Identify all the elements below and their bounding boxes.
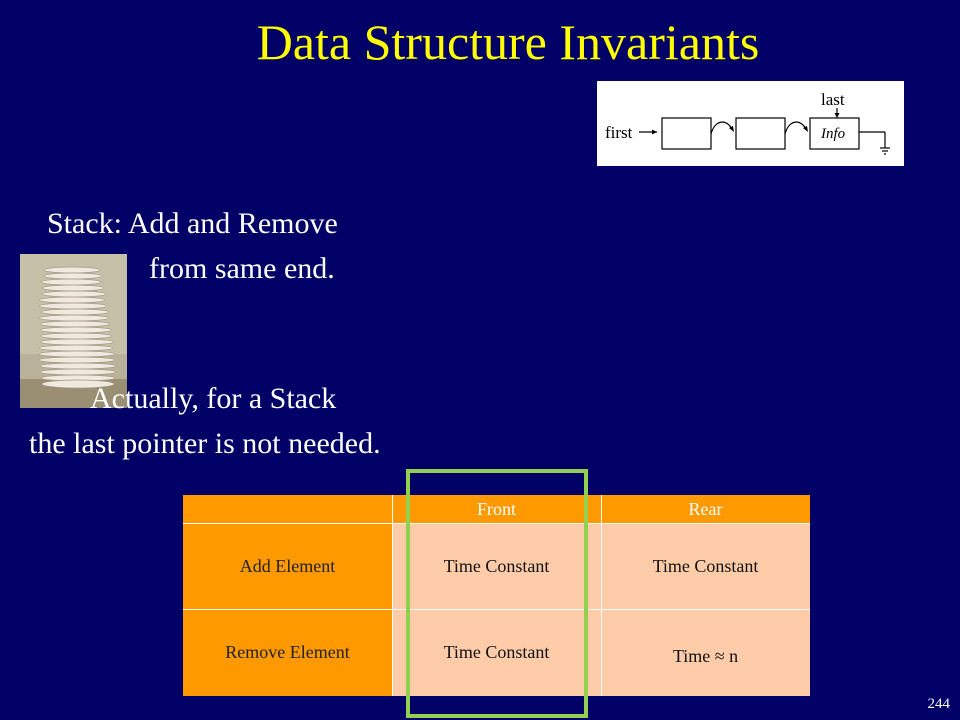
- stack-description-line2: from same end.: [149, 252, 335, 285]
- diagram-last-label: last: [821, 90, 845, 109]
- linked-list-diagram: first Info last: [597, 81, 904, 166]
- slide-title: Data Structure Invariants: [256, 14, 760, 70]
- table-header-front: Front: [392, 495, 601, 523]
- note-line1: Actually, for a Stack: [90, 382, 337, 415]
- plate-stack-image: [20, 254, 127, 408]
- table-header-empty: [183, 495, 392, 523]
- table-row-label-remove: Remove Element: [183, 609, 392, 696]
- list-node-1: [661, 117, 712, 150]
- table-divider: [183, 609, 810, 610]
- table-divider: [183, 523, 810, 524]
- diagram-info-label: Info: [820, 126, 846, 142]
- list-node-3: [809, 117, 860, 150]
- table-header-rear: Rear: [601, 495, 810, 523]
- table-divider: [601, 495, 602, 696]
- page-number: 244: [927, 696, 951, 712]
- table-row-label-add: Add Element: [183, 523, 392, 609]
- table-cell-add-rear: Time Constant: [601, 523, 810, 609]
- stack-description-line1: Stack: Add and Remove: [47, 207, 338, 240]
- note-line2: the last pointer is not needed.: [29, 427, 381, 460]
- table-cell-remove-rear: Time ≈ n: [601, 609, 810, 696]
- table-divider: [392, 495, 393, 696]
- front-column-highlight-box: [406, 469, 588, 718]
- table-cell-remove-front: Time Constant: [392, 609, 601, 696]
- complexity-table: Front Rear Add Element Time Constant Tim…: [183, 495, 810, 696]
- table-cell-add-front: Time Constant: [392, 523, 601, 609]
- diagram-first-label: first: [605, 123, 633, 142]
- list-node-2: [735, 117, 786, 150]
